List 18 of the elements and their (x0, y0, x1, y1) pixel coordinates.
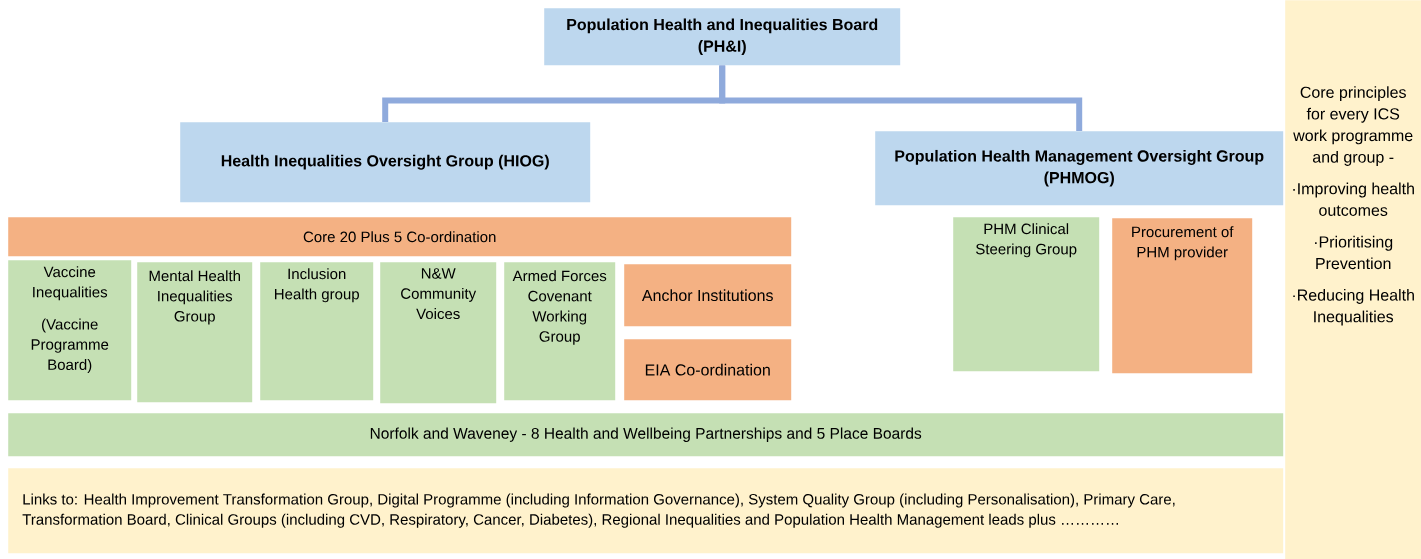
workstream-box: Core 20 Plus 5 Co-ordination (8, 217, 792, 257)
workstream-box: Procurement of PHM provider (1112, 218, 1253, 374)
board-box: Population Health and Inequalities Board (PH&I) (544, 8, 901, 66)
partnership-bar: Norfolk and Waveney - 8 Health and Wellbeing Partnerships and 5 Place Boards (8, 413, 1284, 457)
connector (719, 65, 1083, 131)
workstream-box: N&W Community Voices (380, 262, 497, 404)
group-box: Population Health Management Oversight Group (PHMOG) (875, 131, 1284, 206)
workstream-box: EIA Co-ordination (624, 339, 792, 401)
workstream-box: Anchor Institutions (624, 264, 792, 327)
links-panel: Links to: Health Improvement Transformation Group, Digital Programme (including Information Governance), System Quality Group (including Personalisation), Primary Care, Transformation Board, Clinical Groups (including CVD, Respiratory, Cancer, Diabetes), Regional Inequalities and Population Health Management leads plus ………… (8, 468, 1284, 554)
workstream-box: Armed Forces Covenant Working Group (504, 262, 616, 401)
workstream-box: Inclusion Health group (260, 262, 374, 401)
principles-panel: Core principles for every ICS work programme and group - ·Improving health outcomes ·Prioritising Prevention ·Reducing Health Inequalities (1285, 0, 1421, 559)
node-label: Links to: Health Improvement Transformation Group, Digital Programme (including Information Governance), System Quality Group (including Personalisation), Primary Care, Transformation Board, Clinical Groups (including CVD, Respiratory, Cancer, Diabetes), Regional Inequalities and Population Health Management leads plus ………… (22, 493, 1175, 528)
workstream-box: PHM Clinical Steering Group (953, 217, 1100, 372)
group-box: Health Inequalities Oversight Group (HIOG) (180, 122, 591, 203)
workstream-box: Vaccine Inequalities (Vaccine Programme Board) (8, 260, 132, 401)
workstream-box: Mental Health Inequalities Group (137, 262, 253, 403)
